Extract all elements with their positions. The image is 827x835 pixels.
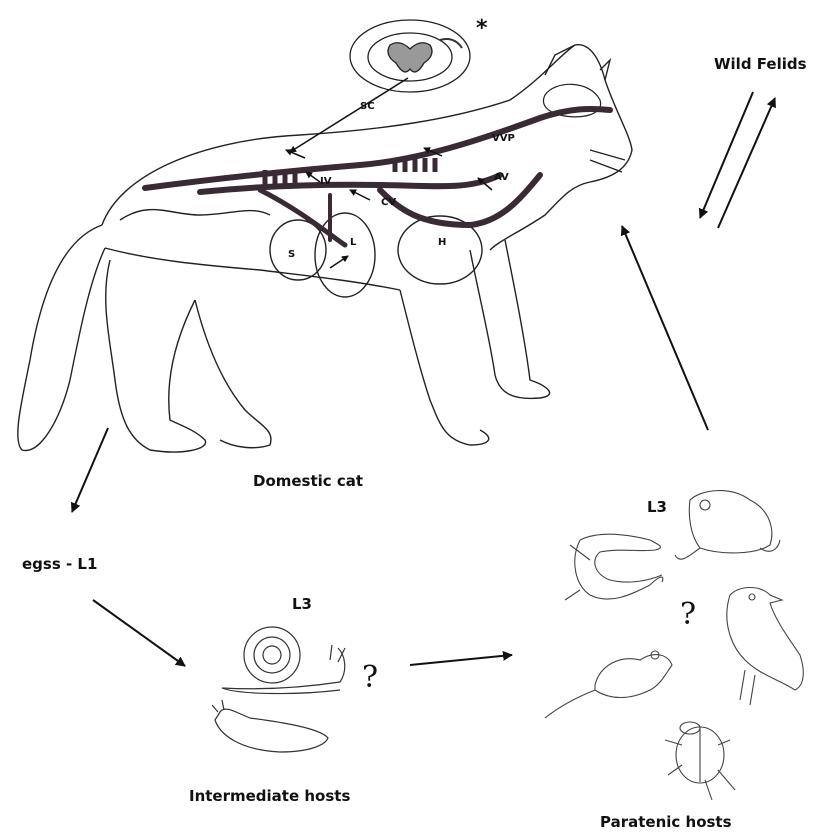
asterisk-label: * <box>476 16 488 41</box>
wild-felids-label: Wild Felids <box>714 55 807 73</box>
domestic-cat-label: Domestic cat <box>253 472 363 490</box>
frog-illustration <box>675 491 780 560</box>
domestic-cat-illustration <box>18 45 632 452</box>
label-av: AV <box>494 172 509 183</box>
slug-illustration <box>212 700 328 752</box>
paratenic-hosts-label: Paratenic hosts <box>600 813 732 831</box>
label-h: H <box>438 237 446 248</box>
question-mark-intermediate: ? <box>362 660 378 695</box>
arrow-to-intermediate-hosts <box>93 600 185 666</box>
label-vvp: VVP <box>492 133 515 144</box>
lizard-illustration <box>565 534 663 600</box>
l3-paratenic-label: L3 <box>647 498 667 516</box>
mouse-illustration <box>545 651 672 718</box>
intermediate-hosts-label: Intermediate hosts <box>189 787 350 805</box>
label-l: L <box>350 237 356 248</box>
eggs-l1-label: egss - L1 <box>22 555 97 573</box>
blood-vessels <box>145 109 610 245</box>
arrow-to-eggs <box>72 428 108 512</box>
label-s: S <box>288 249 295 260</box>
arrow-to-domestic-cat <box>622 226 708 430</box>
arrow-to-wild-felids-up <box>718 98 775 228</box>
beetle-illustration <box>665 722 735 800</box>
arrow-to-paratenic-hosts <box>410 655 512 665</box>
label-iv: IV <box>320 176 331 187</box>
l3-intermediate-label: L3 <box>292 595 312 613</box>
label-cv: CV <box>381 197 396 208</box>
spinal-cord-section <box>350 20 470 92</box>
bird-illustration <box>727 588 803 706</box>
arrow-to-wild-felids-down <box>700 92 753 218</box>
label-sc: SC <box>360 101 375 112</box>
question-mark-paratenic: ? <box>680 597 696 632</box>
liver-organ <box>315 213 375 297</box>
snail-illustration <box>222 627 345 694</box>
